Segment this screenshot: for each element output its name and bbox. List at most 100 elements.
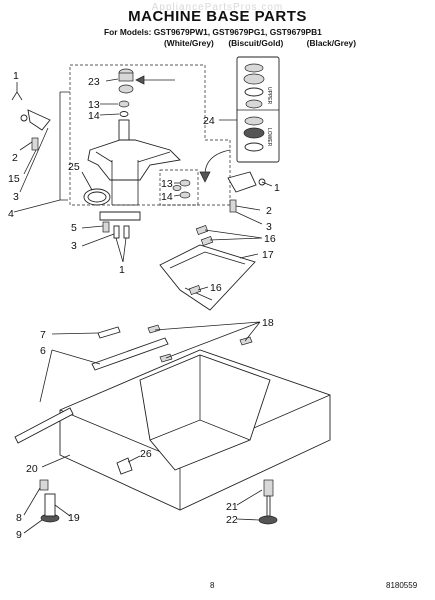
watermark: AppliancePartsPros.com	[151, 2, 284, 13]
pad-16-top	[195, 225, 209, 235]
document-code: 8180559	[386, 581, 418, 590]
mounting-bracket	[99, 211, 141, 221]
callout-26: 26	[140, 448, 152, 460]
leader-21	[236, 489, 263, 506]
bearing-23-body	[118, 72, 134, 82]
model-list: For Models: GST9679PW1, GST9679PG1, GST9…	[104, 27, 356, 49]
leader-9	[23, 519, 43, 534]
leader-4	[13, 199, 61, 213]
leader-15	[23, 149, 37, 175]
part-inset-left	[172, 185, 182, 191]
arrow-head	[135, 75, 145, 85]
gearcase-spider	[87, 139, 181, 181]
leader-6	[39, 349, 101, 403]
variant-white-grey: (White/Grey)	[164, 38, 214, 48]
kit-upper-2	[243, 73, 265, 85]
leader-2a	[19, 141, 33, 151]
pad-16-mid	[200, 236, 214, 246]
callout-5: 5	[71, 222, 77, 234]
leg-19	[44, 493, 56, 517]
curved-arrow-head	[199, 171, 211, 183]
callout-17: 17	[262, 249, 274, 261]
callout-13b: 13	[161, 178, 173, 190]
leader-26	[127, 455, 141, 463]
leader-8	[23, 487, 41, 516]
callout-13a: 13	[88, 99, 100, 111]
kit-upper-3	[244, 87, 264, 97]
callout-20: 20	[26, 463, 38, 475]
callout-2b: 2	[266, 205, 272, 217]
callout-18: 18	[262, 317, 274, 329]
callout-24: 24	[203, 115, 215, 127]
right-hardware	[199, 149, 266, 213]
leader-3c	[81, 233, 115, 247]
leader-5	[81, 225, 104, 229]
callout-1b: 1	[274, 182, 280, 194]
callout-23: 23	[88, 76, 100, 88]
leader-3b	[235, 211, 263, 225]
curved-arrow	[204, 149, 231, 176]
seal-ring-25-inner	[87, 191, 107, 203]
part-14-upper	[119, 111, 129, 117]
callout-8: 8	[16, 512, 22, 524]
leader-22	[236, 518, 260, 521]
kit-lower-3	[244, 142, 264, 152]
kit-label-upper: UPPER	[266, 87, 272, 105]
clip-18-a	[147, 324, 161, 334]
seal-kit-panel-24: UPPER LOWER	[236, 56, 280, 163]
leader-14b	[173, 194, 181, 197]
part-14-inset	[179, 191, 191, 199]
callout-1a: 1	[13, 70, 19, 82]
right-clamp	[227, 171, 257, 193]
pad-16-low	[188, 285, 202, 295]
leader-lines	[11, 78, 273, 534]
part-13-upper	[118, 100, 130, 108]
leader-7	[51, 332, 99, 335]
leader-1a	[11, 82, 23, 101]
inset-box	[159, 169, 199, 206]
leader-16a	[204, 229, 263, 241]
left-washer	[20, 114, 28, 122]
upper-assembly	[59, 64, 231, 239]
callout-9: 9	[16, 529, 22, 541]
leader-14a	[99, 113, 120, 116]
leader-16b	[197, 286, 209, 291]
bolt-lower-1	[113, 225, 120, 239]
page-title: MACHINE BASE PARTS	[128, 8, 307, 25]
machine-base-frame	[14, 324, 331, 525]
leader-23	[105, 78, 119, 82]
leader-19	[54, 504, 71, 517]
bearing-23-lower	[118, 84, 134, 94]
part-13-inset	[179, 179, 191, 187]
bolt-5	[102, 221, 110, 233]
support-plate	[159, 244, 256, 311]
callout-1c: 1	[119, 264, 125, 276]
leader-1c	[115, 237, 127, 263]
right-bolt	[229, 199, 237, 213]
callout-15: 15	[8, 173, 20, 185]
spider-arms	[95, 151, 171, 163]
left-hardware	[20, 109, 51, 151]
callout-7: 7	[40, 329, 46, 341]
kit-lower-1	[244, 116, 264, 126]
kit-upper-1	[244, 63, 264, 73]
assembly-outline	[69, 64, 231, 206]
kit-label-lower: LOWER	[266, 128, 272, 147]
page-number: 8	[210, 581, 215, 590]
leveler-stem	[266, 495, 271, 517]
callout-3a: 3	[13, 191, 19, 203]
callout-25: 25	[68, 161, 80, 173]
foot-8	[39, 479, 49, 491]
leader-20	[41, 454, 71, 468]
callout-14b: 14	[161, 191, 173, 203]
kit-lower-2	[243, 127, 265, 139]
kit-upper-4	[245, 99, 263, 109]
callout-19: 19	[68, 512, 80, 524]
variant-black-grey: (Black/Grey)	[306, 38, 356, 48]
leader-3a	[19, 127, 49, 193]
leader-18	[154, 321, 261, 359]
callout-16b: 16	[210, 282, 222, 294]
bracket-4	[59, 91, 70, 201]
